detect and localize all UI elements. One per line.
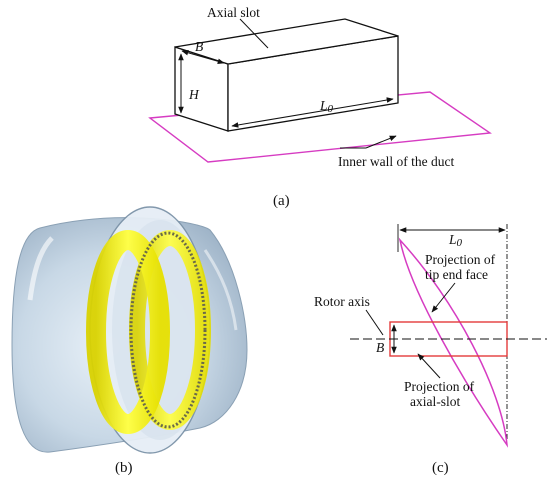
h-dimension-label: H <box>188 87 200 102</box>
slot-ring <box>129 231 207 429</box>
tip-end-face-projection <box>398 237 509 448</box>
panel-c: L0 B Rotor axis Projection of tip end fa… <box>314 224 547 476</box>
l0-dimension-label: L0 <box>319 98 334 115</box>
b-label-c: B <box>376 340 384 355</box>
l0-label-c: L0 <box>448 232 463 249</box>
slot-projection-label: Projection of axial-slot <box>404 379 478 409</box>
inner-wall-label: Inner wall of the duct <box>338 154 454 169</box>
axial-slot-label: Axial slot <box>207 5 260 20</box>
axial-slot-leader <box>239 18 269 49</box>
caption-b: (b) <box>115 460 133 476</box>
b-dimension-arrow <box>181 50 225 64</box>
rotor-band-back <box>129 230 211 430</box>
rotor-axis-label: Rotor axis <box>314 294 370 309</box>
tip-projection-leader <box>431 282 456 313</box>
tip-projection-label: Projection of tip end face <box>425 252 499 282</box>
panel-b: (b) <box>11 206 248 476</box>
rotor-band-front <box>86 230 170 434</box>
b-dimension-label: B <box>195 39 203 54</box>
l0-dimension-arrow <box>231 97 394 128</box>
caption-a: (a) <box>273 193 290 209</box>
panel-a: Axial slot B H L0 Inner wall of the duct… <box>148 5 492 209</box>
inner-wall-leader <box>365 135 397 149</box>
rotor-axis-leader <box>365 309 384 336</box>
caption-c: (c) <box>432 460 449 476</box>
axial-slot-box <box>174 18 399 132</box>
slot-projection-leader <box>417 353 441 379</box>
